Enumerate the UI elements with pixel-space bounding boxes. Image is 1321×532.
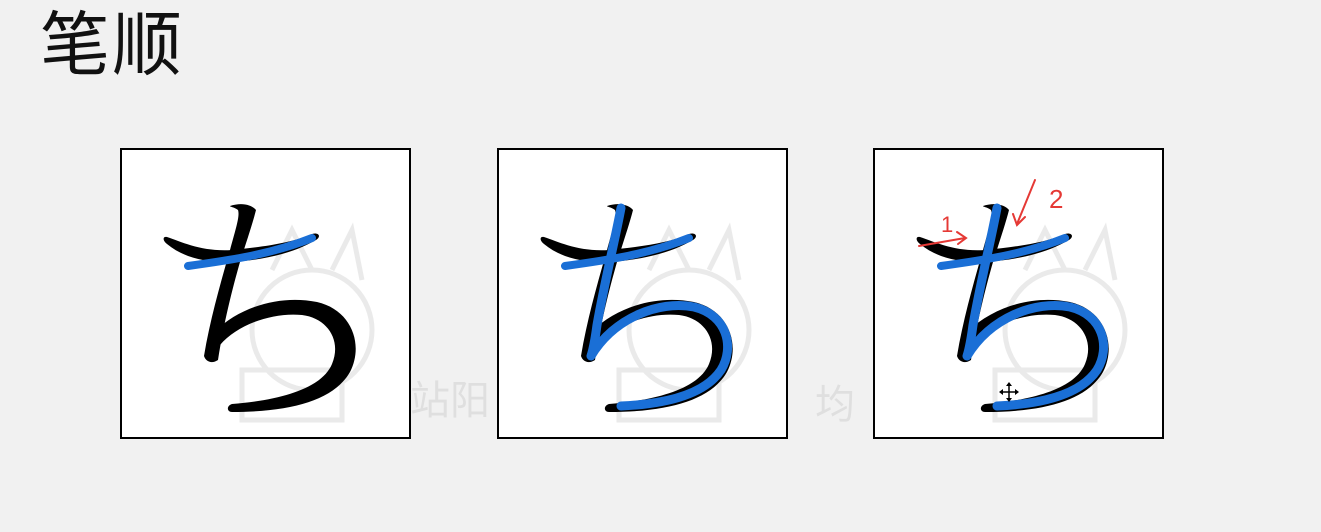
stroke-order-panel-2 (497, 148, 788, 439)
stroke-highlight (561, 203, 733, 411)
annotation-label-2: 2 (1049, 184, 1063, 214)
page-title: 笔顺 (40, 4, 184, 86)
stroke-highlight (184, 234, 316, 270)
annotation-arrow-1 (918, 231, 968, 247)
move-cursor-icon (999, 382, 1019, 402)
glyph-outline (163, 204, 356, 412)
watermark-text-right: 均 (815, 382, 855, 428)
hiragana-chi-step-2 (540, 203, 752, 423)
watermark-text-left: 站阳 (410, 378, 490, 424)
annotation-label-1: 1 (941, 212, 953, 237)
stroke-highlight (937, 203, 1109, 411)
stroke-order-panel-3: 1 2 (873, 148, 1164, 439)
stroke-order-panel-1 (120, 148, 411, 439)
hiragana-chi-step-3: 1 2 (916, 179, 1128, 423)
hiragana-chi-step-1 (163, 204, 375, 423)
annotation-arrow-2 (1012, 179, 1036, 227)
